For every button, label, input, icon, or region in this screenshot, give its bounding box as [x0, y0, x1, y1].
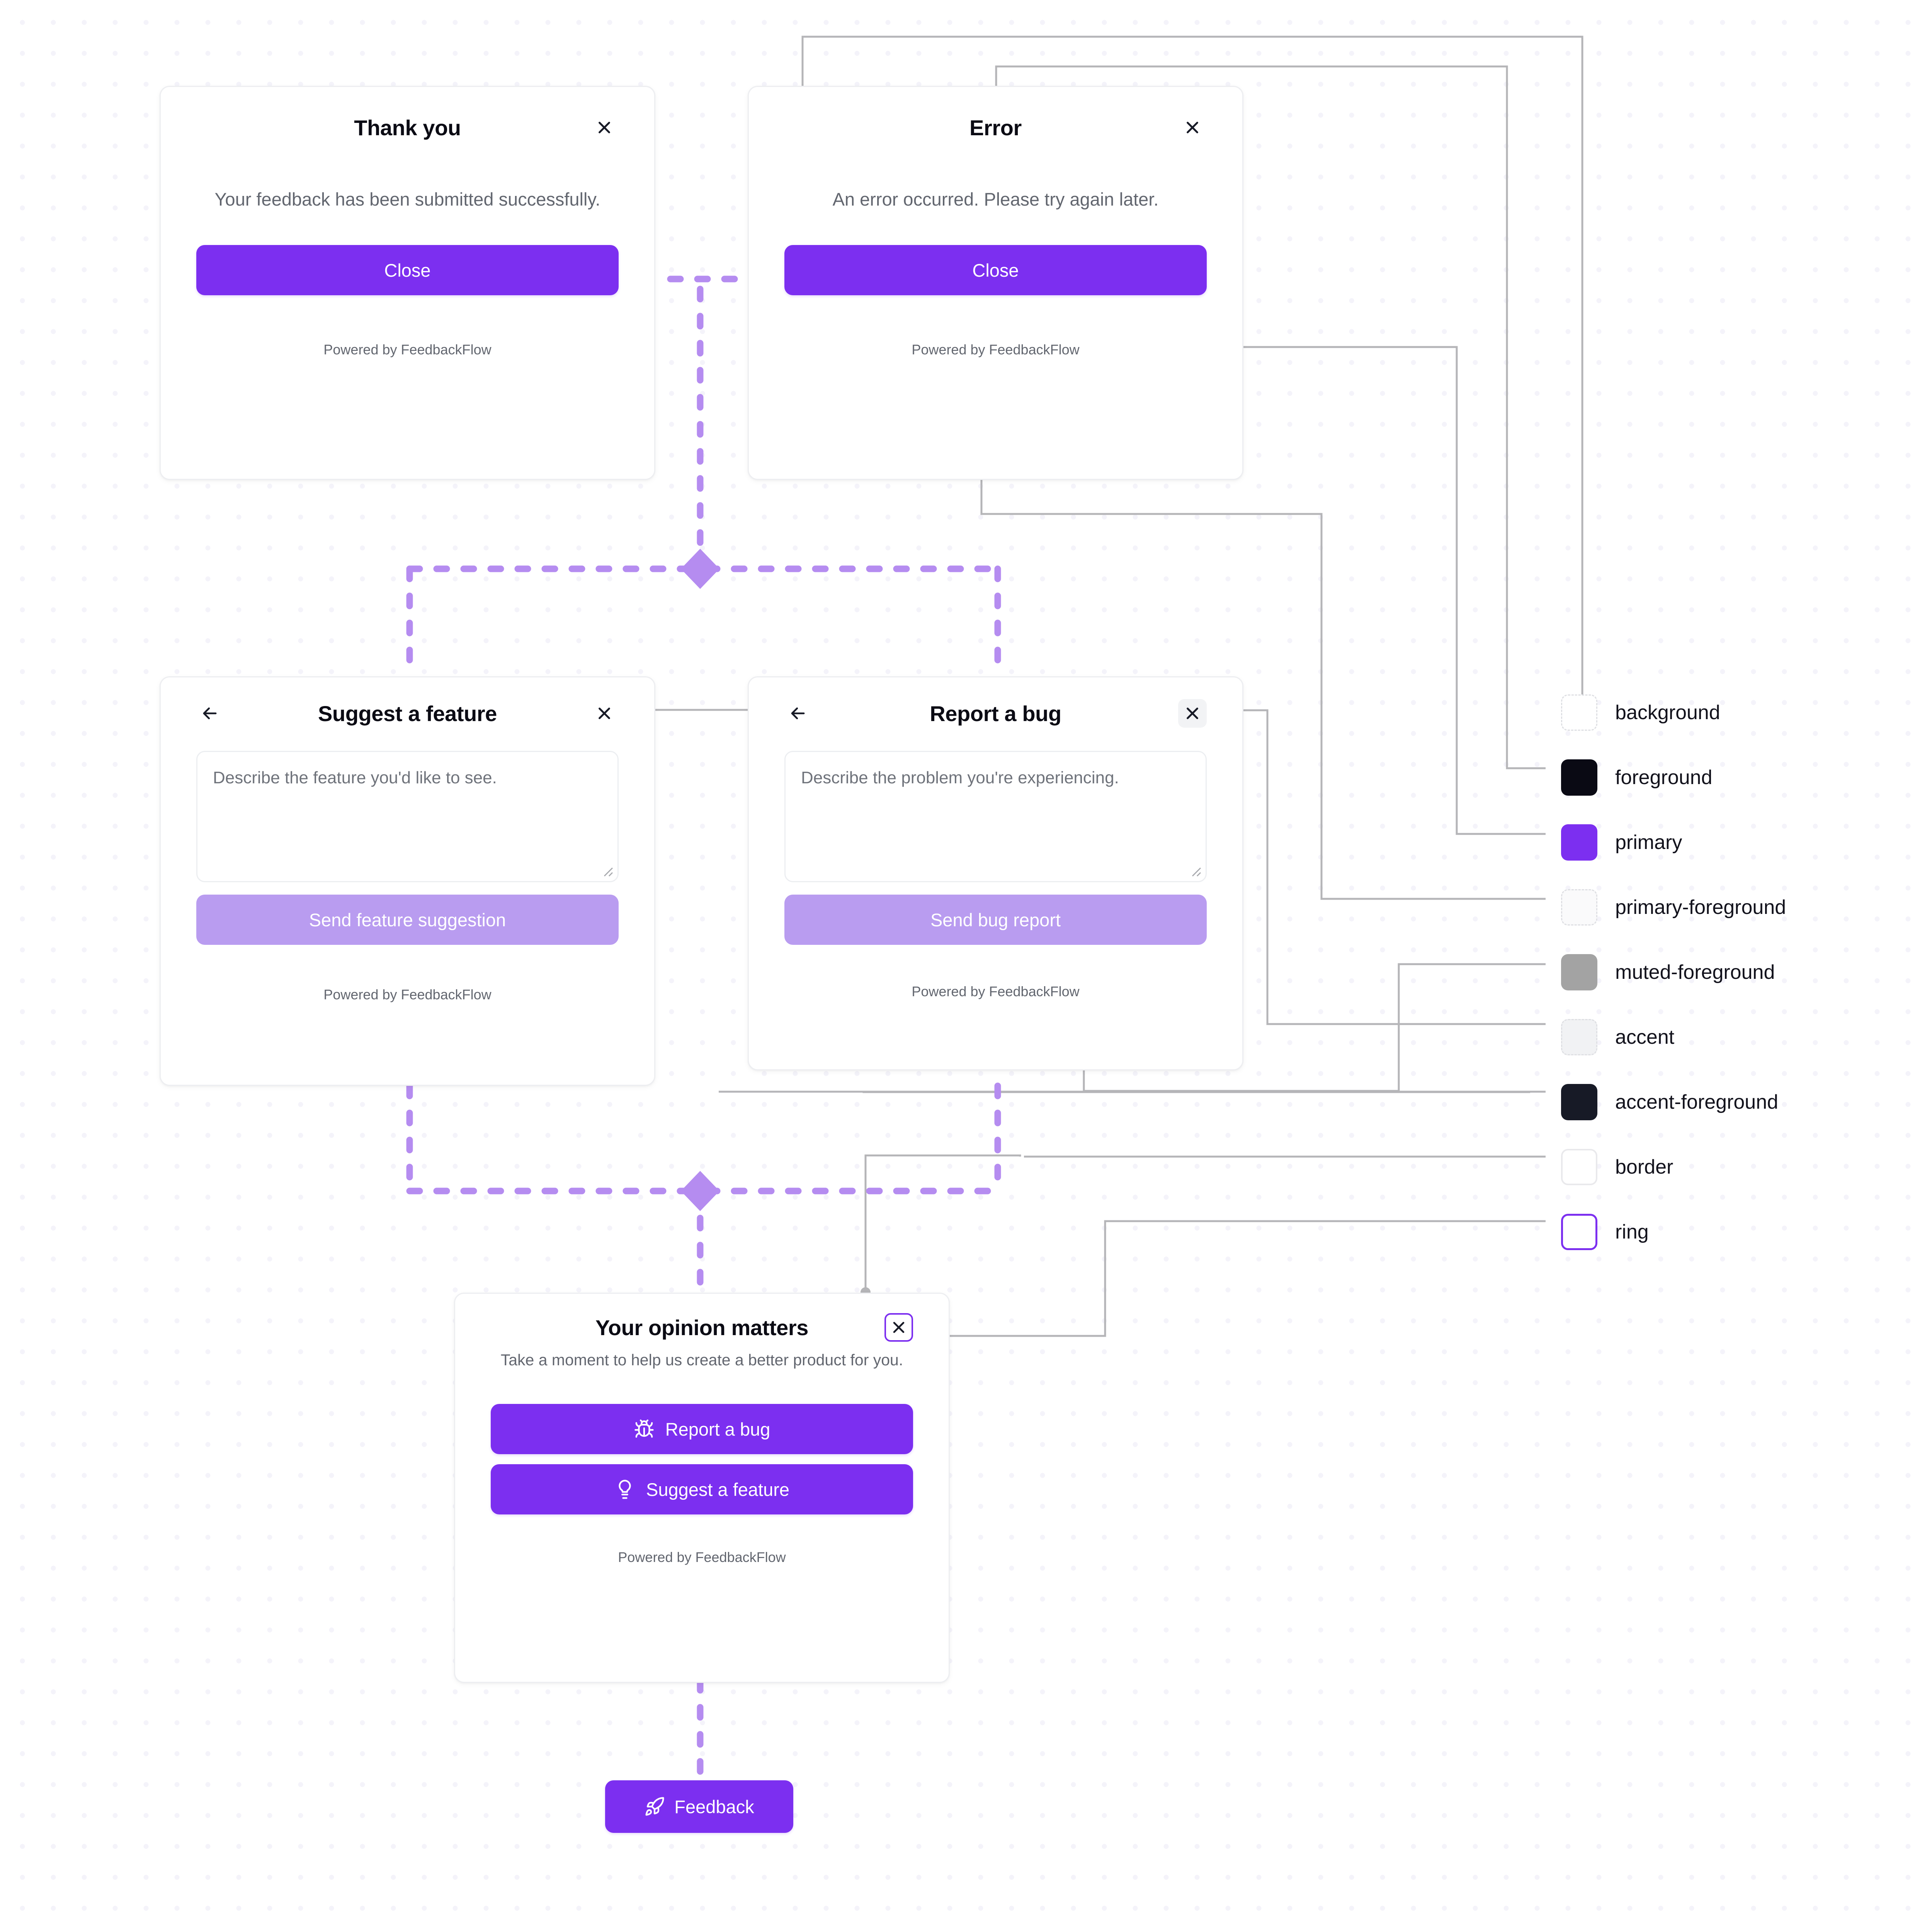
legend-item-label: primary — [1615, 831, 1682, 854]
send-bug-report-button[interactable]: Send bug report — [784, 895, 1207, 945]
legend-item-label: ring — [1615, 1221, 1649, 1243]
color-swatch — [1561, 1214, 1597, 1250]
powered-by-label: Powered by FeedbackFlow — [618, 1549, 786, 1565]
back-icon-button[interactable] — [196, 700, 223, 727]
close-icon — [893, 1322, 905, 1333]
report-a-bug-button[interactable]: Report a bug — [491, 1404, 913, 1455]
close-button[interactable]: Close — [784, 245, 1207, 296]
powered-by-label: Powered by FeedbackFlow — [323, 342, 492, 358]
page-title: Error — [969, 115, 1022, 140]
theme-color-legend: background foreground primary primary-foreg… — [1561, 680, 1786, 1264]
input-placeholder: Describe the problem you're experiencing… — [801, 768, 1119, 787]
card-header: Your opinion matters — [491, 1312, 913, 1343]
close-icon-button[interactable] — [1178, 699, 1207, 728]
legend-item-label: accent — [1615, 1026, 1675, 1048]
legend-item: accent — [1561, 1005, 1786, 1070]
close-icon — [599, 708, 610, 719]
card-header: Report a bug — [784, 696, 1207, 731]
card-suggest-feature: Suggest a feature Describe the feature y… — [160, 676, 655, 1086]
status-message: An error occurred. Please try again late… — [832, 189, 1159, 209]
legend-item: primary — [1561, 810, 1786, 875]
card-opinion-matters: Your opinion matters Take a moment to he… — [454, 1293, 950, 1683]
color-swatch — [1561, 889, 1597, 926]
powered-by-label: Powered by FeedbackFlow — [912, 342, 1080, 358]
color-swatch — [1561, 1149, 1597, 1185]
close-icon — [599, 122, 610, 133]
send-feature-suggestion-button[interactable]: Send feature suggestion — [196, 895, 619, 945]
card-header: Suggest a feature — [196, 696, 619, 731]
lightbulb-icon — [619, 1480, 631, 1499]
flow-junction-node — [681, 549, 719, 1211]
card-header: Thank you — [196, 110, 619, 145]
card-report-bug: Report a bug Describe the problem you're… — [748, 676, 1243, 1070]
legend-item-label: foreground — [1615, 766, 1713, 789]
arrow-left-icon — [791, 707, 805, 720]
arrow-left-icon — [203, 707, 217, 720]
legend-item-label: background — [1615, 701, 1720, 724]
legend-item-label: primary-foreground — [1615, 896, 1786, 919]
legend-item: muted-foreground — [1561, 940, 1786, 1005]
status-message: Your feedback has been submitted success… — [214, 189, 600, 209]
rocket-icon — [645, 1797, 664, 1816]
color-swatch — [1561, 824, 1597, 861]
legend-item-label: muted-foreground — [1615, 961, 1775, 983]
page-title: Suggest a feature — [318, 701, 497, 726]
color-swatch — [1561, 954, 1597, 990]
legend-item: ring — [1561, 1199, 1786, 1264]
color-swatch — [1561, 759, 1597, 796]
bug-icon — [634, 1419, 654, 1438]
legend-item: border — [1561, 1135, 1786, 1199]
resize-handle-icon[interactable] — [1188, 863, 1202, 877]
legend-item: primary-foreground — [1561, 875, 1786, 940]
page-title: Report a bug — [930, 701, 1061, 726]
bug-description-input[interactable]: Describe the problem you're experiencing… — [784, 751, 1207, 882]
close-icon — [1187, 708, 1198, 719]
close-icon-button[interactable] — [590, 699, 619, 728]
legend-item-label: accent-foreground — [1615, 1091, 1779, 1113]
feature-description-input[interactable]: Describe the feature you'd like to see. — [196, 751, 619, 882]
resize-handle-icon[interactable] — [600, 863, 614, 877]
legend-item: accent-foreground — [1561, 1070, 1786, 1135]
page-title: Thank you — [354, 115, 461, 140]
color-swatch — [1561, 1019, 1597, 1055]
card-thank-you: Thank you Your feedback has been submitt… — [160, 86, 655, 480]
close-icon — [1187, 122, 1198, 133]
close-button[interactable]: Close — [196, 245, 619, 296]
color-swatch — [1561, 694, 1597, 731]
legend-item: foreground — [1561, 745, 1786, 810]
card-header: Error — [784, 110, 1207, 145]
input-placeholder: Describe the feature you'd like to see. — [213, 768, 497, 787]
powered-by-label: Powered by FeedbackFlow — [912, 983, 1080, 999]
powered-by-label: Powered by FeedbackFlow — [323, 987, 492, 1002]
card-subtitle: Take a moment to help us create a better… — [500, 1351, 903, 1369]
suggest-a-feature-button[interactable]: Suggest a feature — [491, 1464, 913, 1515]
close-icon-button[interactable] — [590, 113, 619, 142]
color-swatch — [1561, 1084, 1597, 1120]
feedback-trigger-button[interactable]: Feedback — [605, 1780, 793, 1833]
button-label: Report a bug — [665, 1419, 770, 1439]
back-icon-button[interactable] — [784, 700, 811, 727]
close-icon-button[interactable] — [884, 1313, 913, 1342]
card-error: Error An error occurred. Please try agai… — [748, 86, 1243, 480]
close-icon-button[interactable] — [1178, 113, 1207, 142]
page-title: Your opinion matters — [595, 1315, 808, 1340]
legend-item: background — [1561, 680, 1786, 745]
button-label: Feedback — [674, 1796, 754, 1817]
legend-item-label: border — [1615, 1156, 1673, 1178]
button-label: Suggest a feature — [646, 1479, 790, 1500]
